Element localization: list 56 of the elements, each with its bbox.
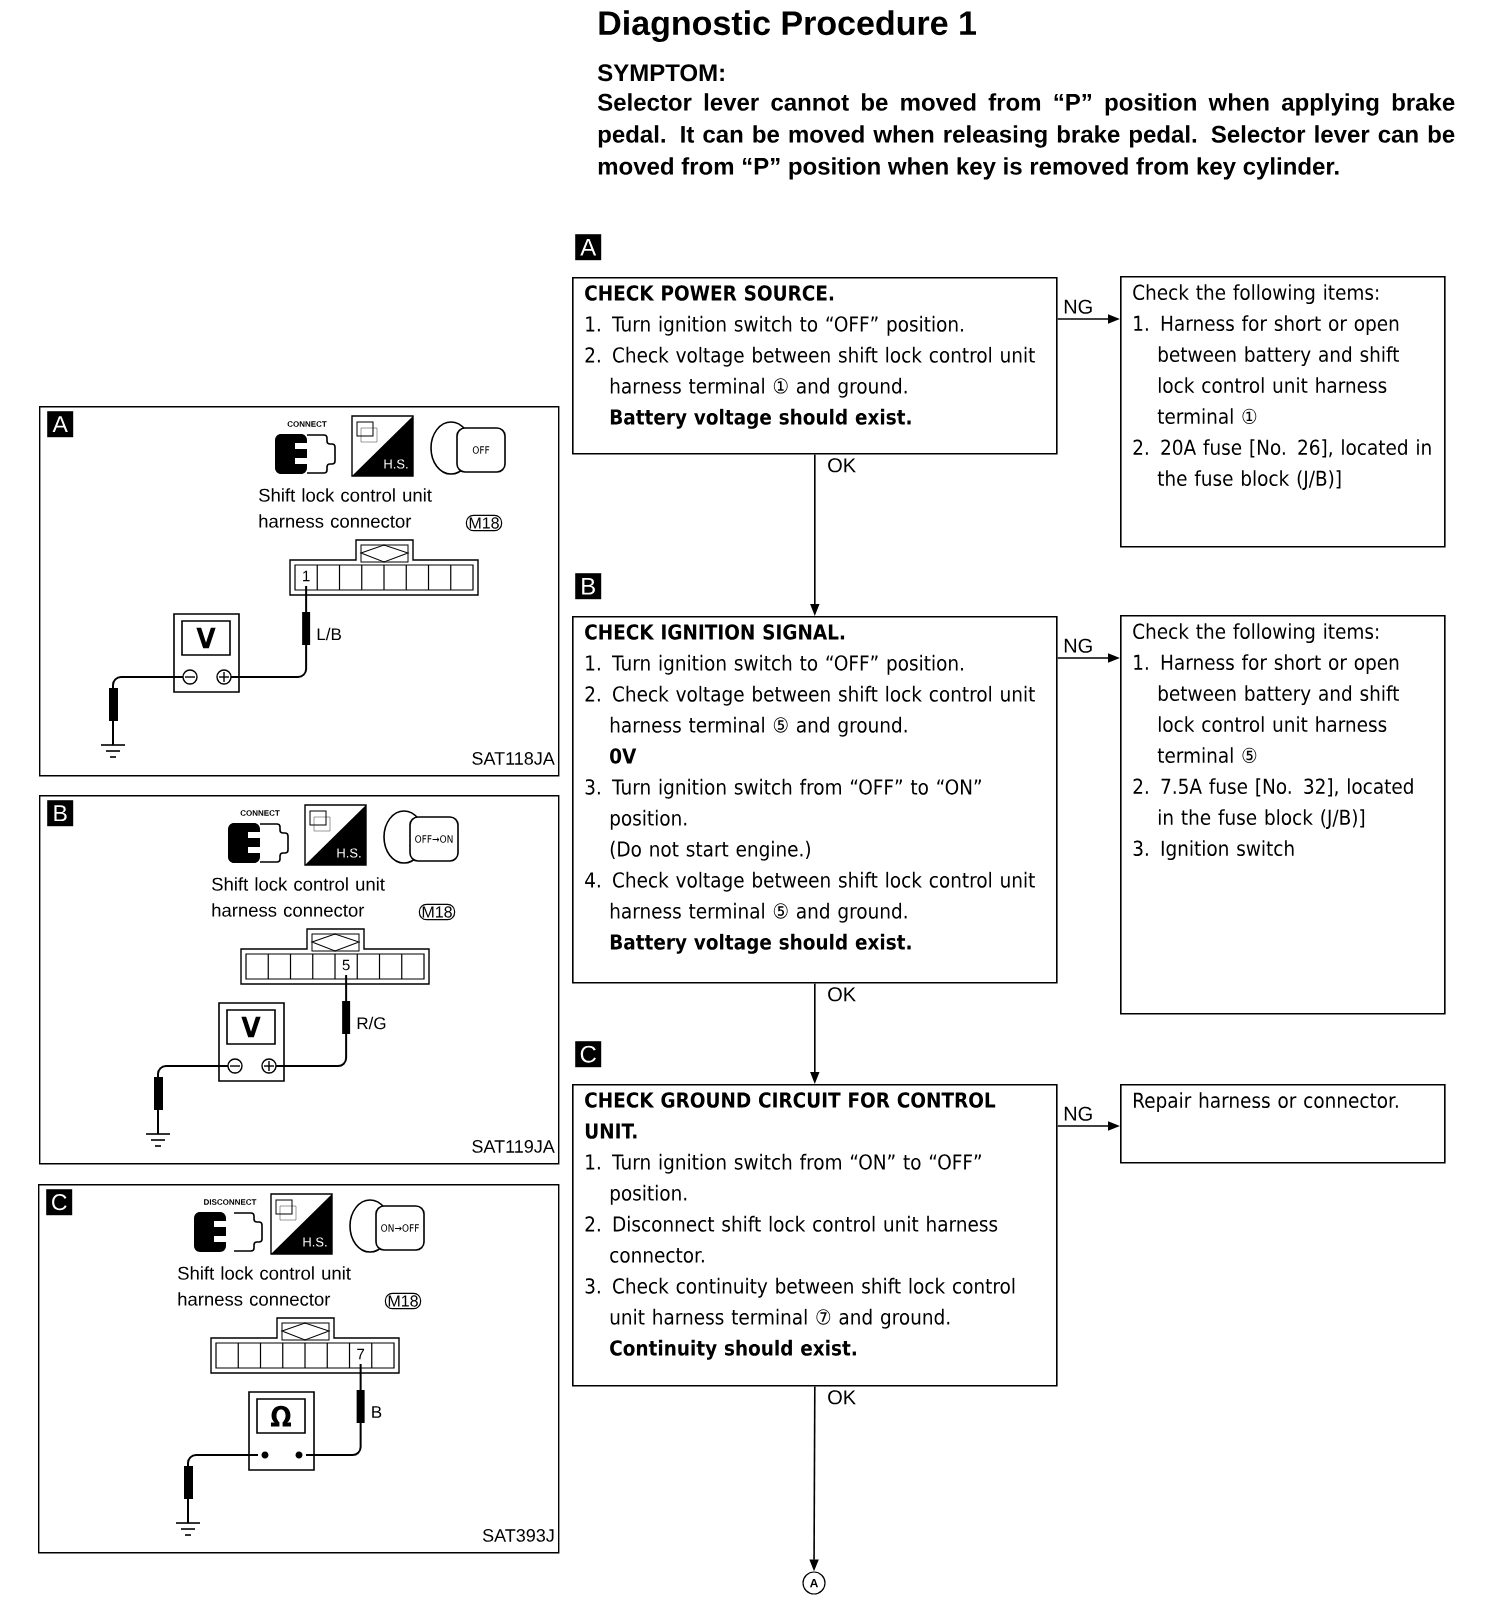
node-label: 1. Turn ignition switch to “OFF” position. bbox=[586, 654, 963, 675]
connector-id-badge: M18 bbox=[418, 903, 456, 921]
node-label: CHECK POWER SOURCE. bbox=[585, 285, 834, 301]
edge-label: NG bbox=[1064, 1106, 1092, 1121]
node-label: 2. Disconnect shift lock control unit harness connector. bbox=[585, 1215, 998, 1263]
node-label: 2. Check voltage between shift lock control unit harness terminal ① and ground. bbox=[585, 346, 1035, 398]
connector-drawing: 1 bbox=[289, 539, 479, 596]
edge-label: OK bbox=[828, 1390, 856, 1405]
meter-drawing: V bbox=[173, 613, 240, 693]
edge-label: OK bbox=[828, 458, 856, 473]
result-box: Repair harness or connector. bbox=[1120, 1084, 1446, 1164]
node-label: 2. Check voltage between shift lock control unit harness terminal ⑤ and ground. bbox=[585, 685, 1035, 737]
wire-color-label: B bbox=[372, 1406, 382, 1418]
symptom-text: Selector lever cannot be moved from “P” position when applying brake pedal. It can be moved when releasing brake pedal. Selector lever can be moved from “P” position when key is removed from key cylinder. bbox=[597, 93, 1455, 180]
connector-label: Shift lock control unit harness connector bbox=[178, 1266, 351, 1306]
node-label: (Do not start engine.) bbox=[610, 840, 810, 861]
result-box: Check the following items: 1. Harness for short or open between battery and shift lock control unit harness terminal ① 2. 20A fuse [No. 26], located in the fuse block (J/B)] bbox=[1120, 276, 1446, 548]
heading: Diagnostic Procedure 1 bbox=[599, 10, 976, 43]
node-label: CHECK IGNITION SIGNAL. bbox=[585, 624, 845, 640]
node-label: 1. Turn ignition switch to “OFF” position. bbox=[586, 315, 963, 336]
step-badge: B bbox=[575, 573, 602, 600]
meter-drawing: Ω bbox=[248, 1391, 315, 1471]
result-box: Check the following items: 1. Harness for short or open between battery and shift lock control unit harness terminal ⑤ 2. 7.5A fuse [No. 32], located in the fuse block (J/B)] 3. Ignition switch bbox=[1120, 615, 1446, 1015]
process-box: CHECK POWER SOURCE. 1. Turn ignition switch to “OFF” position. 2. Check voltage between shift lock control unit harness terminal ① and ground. Battery voltage should exist. bbox=[572, 277, 1058, 455]
node-label: Battery voltage should exist. bbox=[610, 408, 911, 429]
figure-code: SAT118JA bbox=[472, 752, 555, 765]
edge-label: OK bbox=[828, 987, 856, 1002]
node-label: CHECK GROUND CIRCUIT FOR CONTROL UNIT. bbox=[585, 1092, 996, 1139]
connector-drawing: 7 bbox=[210, 1317, 400, 1374]
connector-id-badge: M18 bbox=[465, 514, 503, 532]
node-label: Continuity should exist. bbox=[610, 1339, 856, 1360]
connector-label: Shift lock control unit harness connector bbox=[212, 877, 385, 917]
node-label: 1. Turn ignition switch from “ON” to “OFF” position. bbox=[586, 1153, 981, 1205]
step-badge: C bbox=[575, 1041, 602, 1068]
edge-label: NG bbox=[1064, 638, 1092, 653]
symptom-heading: SYMPTOM: bbox=[597, 64, 724, 82]
node-label: Battery voltage should exist. bbox=[610, 933, 911, 954]
process-box: CHECK GROUND CIRCUIT FOR CONTROL UNIT. 1. Turn ignition switch from “ON” to “OFF” position. 2. Disconnect shift lock control unit harness connector. 3. Check continuity between shift lock control unit harness terminal ⑦ and ground. Continuity should exist. bbox=[572, 1084, 1058, 1387]
wire-color-label: L/B bbox=[317, 627, 341, 641]
connector-id-badge: M18 bbox=[384, 1292, 422, 1310]
edge-label: NG bbox=[1064, 299, 1092, 314]
node-label: 3. Turn ignition switch from “OFF” to “ON” position. bbox=[585, 778, 981, 830]
panel-badge: B bbox=[47, 800, 74, 827]
connector-drawing: 5 bbox=[240, 928, 430, 985]
step-badge: A bbox=[575, 234, 602, 261]
node-label: 4. Check voltage between shift lock control unit harness terminal ⑤ and ground. bbox=[585, 871, 1035, 923]
panel-badge: C bbox=[46, 1189, 73, 1216]
figure-code: SAT393J bbox=[482, 1529, 554, 1542]
panel-badge: A bbox=[47, 411, 74, 438]
meter-drawing: V bbox=[218, 1002, 285, 1082]
figure-code: SAT119JA bbox=[472, 1140, 555, 1153]
process-box: CHECK IGNITION SIGNAL. 1. Turn ignition switch to “OFF” position. 2. Check voltage between shift lock control unit harness terminal ⑤ and ground. 0V 3. Turn ignition switch from “OFF” to “ON” position. (Do not start engine.) 4. Check voltage between shift lock control unit harness terminal ⑤ and ground. Battery voltage should exist. bbox=[572, 616, 1058, 984]
node-label: 0V bbox=[610, 748, 637, 764]
node-label: 3. Check continuity between shift lock control unit harness terminal ⑦ and ground. bbox=[585, 1277, 1015, 1329]
wire-color-label: R/G bbox=[357, 1016, 386, 1030]
connector-label: Shift lock control unit harness connector bbox=[259, 488, 432, 528]
